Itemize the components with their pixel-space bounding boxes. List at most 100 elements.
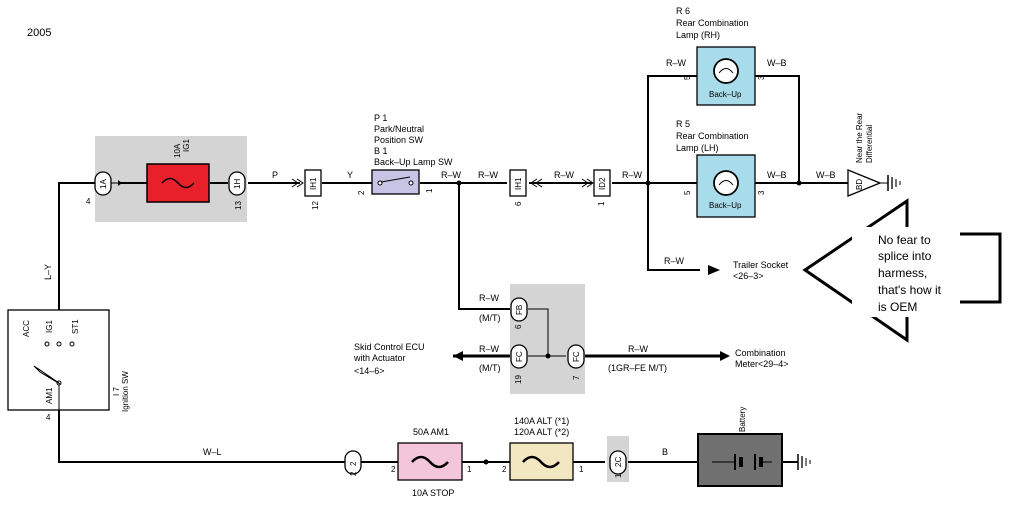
connector-ih1-right: IH1 — [509, 169, 543, 197]
svg-text:<26–3>: <26–3> — [733, 271, 764, 281]
svg-text:that's how it: that's how it — [878, 283, 942, 297]
svg-text:Skid Control ECU: Skid Control ECU — [354, 342, 425, 352]
svg-text:W–B: W–B — [816, 170, 836, 180]
callout: No fear to splice into harmess, that's h… — [802, 198, 1002, 343]
svg-text:3: 3 — [757, 75, 766, 80]
connector-fc-left: FC — [510, 344, 528, 369]
svg-text:IH1: IH1 — [309, 177, 318, 190]
svg-text:R–W: R–W — [554, 170, 575, 180]
arrowheads — [453, 265, 730, 361]
svg-text:harmess,: harmess, — [878, 266, 927, 280]
svg-text:Trailer Socket: Trailer Socket — [733, 260, 789, 270]
svg-text:IH1: IH1 — [514, 177, 523, 190]
svg-text:W–B: W–B — [767, 170, 787, 180]
connector-1h: 1H — [228, 171, 246, 196]
svg-text:R–W: R–W — [478, 170, 499, 180]
svg-text:1: 1 — [597, 201, 606, 206]
year-label: 2005 — [27, 27, 51, 39]
svg-text:R 6: R 6 — [676, 6, 690, 16]
svg-text:Back–Up: Back–Up — [709, 201, 742, 210]
junction-dots — [456, 180, 802, 465]
svg-text:Y: Y — [347, 170, 353, 180]
wire-labels: P Y R–W R–W R–W R–W R–W R–W R–W R–W R–W … — [43, 58, 836, 457]
svg-text:Near the Rear: Near the Rear — [855, 112, 864, 163]
svg-text:Lamp (LH): Lamp (LH) — [676, 143, 719, 153]
svg-text:B 1: B 1 — [374, 146, 388, 156]
svg-text:4: 4 — [46, 413, 51, 422]
svg-text:1H: 1H — [233, 179, 242, 189]
svg-text:No fear to: No fear to — [878, 233, 931, 247]
ig1-fuse: 10A IG1 — [146, 139, 210, 203]
svg-text:FB: FB — [515, 305, 524, 315]
wires — [58, 75, 848, 463]
svg-text:2: 2 — [502, 465, 507, 474]
battery: Battery — [697, 407, 811, 487]
ground-bd: BD Near the Rear Differential — [847, 112, 901, 197]
svg-text:R–W: R–W — [666, 58, 687, 68]
park-neutral-switch: P 1 Park/Neutral Position SW B 1 Back–Up… — [371, 113, 453, 195]
ignition-switch: ACC IG1 ST1 AM1 I 7 Ignition SW — [7, 309, 130, 412]
svg-text:Back–Up: Back–Up — [709, 90, 742, 99]
svg-text:R–W: R–W — [664, 256, 685, 266]
svg-text:Position SW: Position SW — [374, 135, 424, 145]
svg-text:(M/T): (M/T) — [479, 313, 501, 323]
svg-text:Meter<29–4>: Meter<29–4> — [735, 359, 789, 369]
svg-text:(1GR–FE M/T): (1GR–FE M/T) — [608, 363, 667, 373]
svg-text:L–Y: L–Y — [43, 264, 53, 280]
svg-text:ST1: ST1 — [71, 319, 80, 334]
svg-text:BD: BD — [855, 179, 864, 190]
svg-text:P 1: P 1 — [374, 113, 387, 123]
svg-text:R 5: R 5 — [676, 119, 690, 129]
svg-text:P: P — [272, 170, 278, 180]
svg-text:Back–Up Lamp SW: Back–Up Lamp SW — [374, 157, 453, 167]
svg-text:Lamp (RH): Lamp (RH) — [676, 30, 720, 40]
svg-text:7: 7 — [572, 375, 581, 380]
svg-text:<14–6>: <14–6> — [354, 366, 385, 376]
svg-text:W–B: W–B — [767, 58, 787, 68]
svg-text:R–W: R–W — [441, 170, 462, 180]
svg-text:13: 13 — [234, 201, 243, 210]
svg-text:1: 1 — [467, 465, 472, 474]
svg-text:2: 2 — [357, 190, 366, 195]
svg-text:IG1: IG1 — [182, 139, 191, 152]
svg-text:1A: 1A — [99, 179, 108, 189]
svg-text:B: B — [662, 447, 668, 457]
svg-text:FC: FC — [572, 351, 581, 362]
svg-text:1: 1 — [579, 465, 584, 474]
svg-text:Ignition SW: Ignition SW — [121, 371, 130, 412]
connector-1a: 1A — [94, 171, 122, 196]
svg-text:2C: 2C — [614, 457, 623, 467]
svg-text:R–W: R–W — [479, 344, 500, 354]
svg-text:(M/T): (M/T) — [479, 363, 501, 373]
svg-text:I 7: I 7 — [112, 387, 121, 396]
connector-fc-right: FC — [567, 344, 585, 369]
svg-text:2: 2 — [349, 471, 358, 476]
svg-text:1: 1 — [425, 188, 434, 193]
svg-text:R–W: R–W — [622, 170, 643, 180]
alt-fuse: 140A ALT (*1) 120A ALT (*2) — [509, 416, 574, 481]
svg-text:50A AM1: 50A AM1 — [413, 427, 449, 437]
connector-2c: 2C — [609, 450, 627, 475]
svg-text:3: 3 — [757, 190, 766, 195]
svg-text:splice into: splice into — [878, 249, 932, 263]
svg-text:Rear Combination: Rear Combination — [676, 131, 749, 141]
svg-text:IG1: IG1 — [45, 320, 54, 333]
svg-text:ACC: ACC — [22, 320, 31, 337]
svg-text:R–W: R–W — [479, 293, 500, 303]
svg-text:140A ALT (*1): 140A ALT (*1) — [514, 416, 569, 426]
svg-text:Combination: Combination — [735, 348, 786, 358]
svg-text:2: 2 — [391, 465, 396, 474]
svg-text:with Actuator: with Actuator — [353, 353, 406, 363]
connector-ih1-left: IH1 — [291, 169, 322, 197]
svg-text:Differential: Differential — [865, 125, 874, 163]
connector-fb: FB — [510, 297, 528, 322]
svg-text:5: 5 — [683, 190, 692, 195]
rear-lamp-rh: Back–Up R 6 Rear Combination Lamp (RH) — [676, 6, 756, 106]
svg-text:6: 6 — [514, 201, 523, 206]
svg-text:FC: FC — [515, 351, 524, 362]
svg-text:10A: 10A — [173, 143, 182, 158]
svg-text:W–L: W–L — [203, 447, 222, 457]
rear-lamp-lh: Back–Up R 5 Rear Combination Lamp (LH) — [676, 119, 756, 218]
destinations: Trailer Socket <26–3> Skid Control ECU w… — [353, 260, 789, 376]
